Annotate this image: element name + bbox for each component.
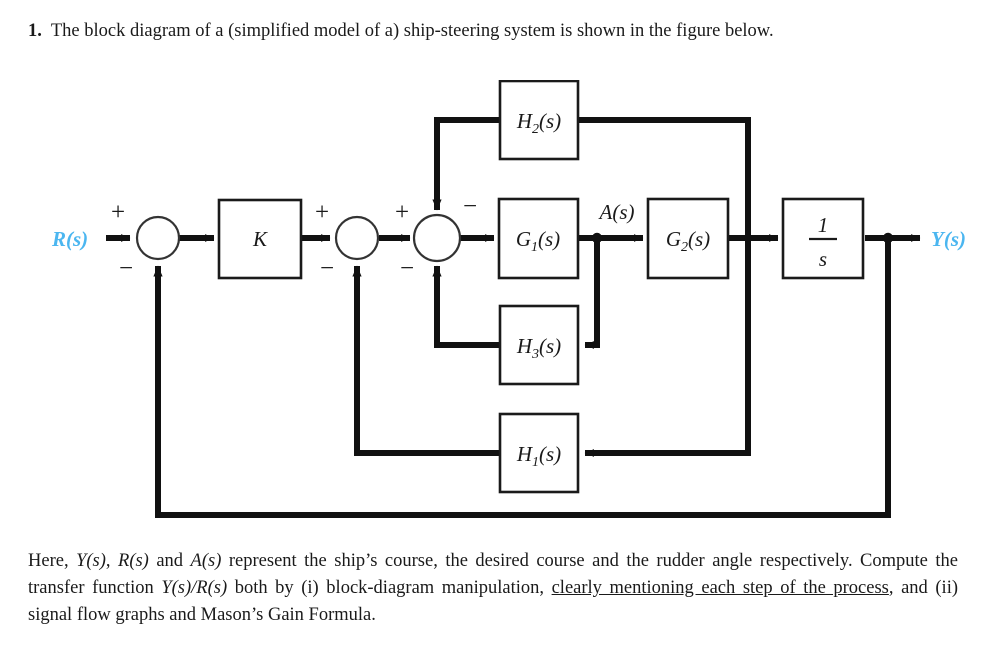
sign-sum3-minus: − [400,255,414,282]
block-diagram: + − + − + − − K G1(s) [0,80,987,540]
closing-symbol-R: R(s) [118,551,149,571]
block-G2-main: G [666,227,681,251]
sign-labels: + − + − + − − [111,193,477,282]
block-G2[interactable]: G2(s) [646,197,730,280]
block-H1[interactable]: H1(s) [498,412,580,494]
closing-text-1: Here, [28,551,77,571]
block-G1-suffix: (s) [538,227,560,251]
block-H1-main: H [516,442,534,466]
wire-H1-branch-down [584,238,751,457]
summing-junction-3[interactable] [412,213,462,263]
block-G1[interactable]: G1(s) [497,197,580,280]
wire-H3-out-to-sum3 [432,265,500,348]
block-G1-sub: 1 [531,240,538,255]
integrator-numerator: 1 [818,213,829,237]
block-H3[interactable]: H3(s) [498,304,580,386]
question-number: 1. [28,21,42,41]
diagram-wires [106,117,921,518]
block-K[interactable]: K [217,198,303,280]
closing-underlined-phrase: clearly mentioning each step of the proc… [551,578,889,599]
summing-junction-2[interactable] [334,215,380,261]
sign-sum3-top-minus: − [463,193,477,220]
closing-symbol-A: A(s) [190,551,222,571]
block-H1-box [498,412,580,494]
signal-label-output: Y(s) [931,227,966,251]
integrator-denominator: s [819,247,827,271]
closing-paragraph: Here, Y(s), R(s) and A(s) represent the … [28,548,958,630]
block-H1-label: H1(s) [516,442,561,470]
signal-label-input: R(s) [51,227,88,251]
block-G2-sub: 2 [681,240,688,255]
summing-junction-1[interactable] [135,215,181,261]
block-G1-main: G [516,227,531,251]
closing-text-6: , and (ii) signal flow graphs and Mason’… [28,578,958,626]
closing-symbol-Y: Y(s) [76,551,106,571]
block-H3-label: H3(s) [516,334,561,362]
sign-sum2-plus: + [315,199,329,226]
sign-sum2-minus: − [320,255,334,282]
block-H2-sub: 2 [532,122,539,137]
block-G2-box [646,197,730,280]
wire-H3-branch-down [584,238,600,349]
block-H1-suffix: (s) [539,442,561,466]
sign-sum3-plus: + [395,199,409,226]
block-H3-suffix: (s) [539,334,561,358]
block-G1-box [497,197,580,280]
wire-H2-branch-up [578,117,751,238]
block-G1-label: G1(s) [516,227,560,255]
sign-sum1-plus: + [111,199,125,226]
closing-text-5: both by (i) block-diagram manipulation, [227,578,552,599]
block-H2-suffix: (s) [539,109,561,133]
block-H2-box [498,80,580,161]
question-text: The block diagram of a (simplified model… [50,21,774,41]
block-K-box [217,198,303,280]
sign-sum1-minus: − [119,255,133,282]
closing-symbol-YR: Y(s)/R(s) [161,578,228,599]
summing-junctions [135,213,462,263]
block-H2[interactable]: H2(s) [498,80,580,161]
block-H3-sub: 3 [531,347,539,362]
block-H2-label: H2(s) [516,109,561,137]
signal-label-A: A(s) [598,200,635,224]
closing-text-4: represent the ship’s course, the desired… [28,551,958,599]
closing-text-3: and [148,551,191,571]
question-heading: 1. The block diagram of a (simplified mo… [28,18,958,45]
block-G2-label: G2(s) [666,227,710,255]
block-H3-box [498,304,580,386]
block-H3-main: H [516,334,534,358]
block-K-label: K [252,227,268,251]
wire-H2-out-to-sum3 [432,117,500,211]
block-H1-sub: 1 [532,455,539,470]
closing-text-2: , [105,551,119,571]
wire-H1-out-to-sum2 [352,265,500,456]
block-integrator[interactable]: 1 s [781,197,865,280]
block-G2-suffix: (s) [688,227,710,251]
block-H2-main: H [516,109,534,133]
wire-outer-feedback [153,238,891,518]
